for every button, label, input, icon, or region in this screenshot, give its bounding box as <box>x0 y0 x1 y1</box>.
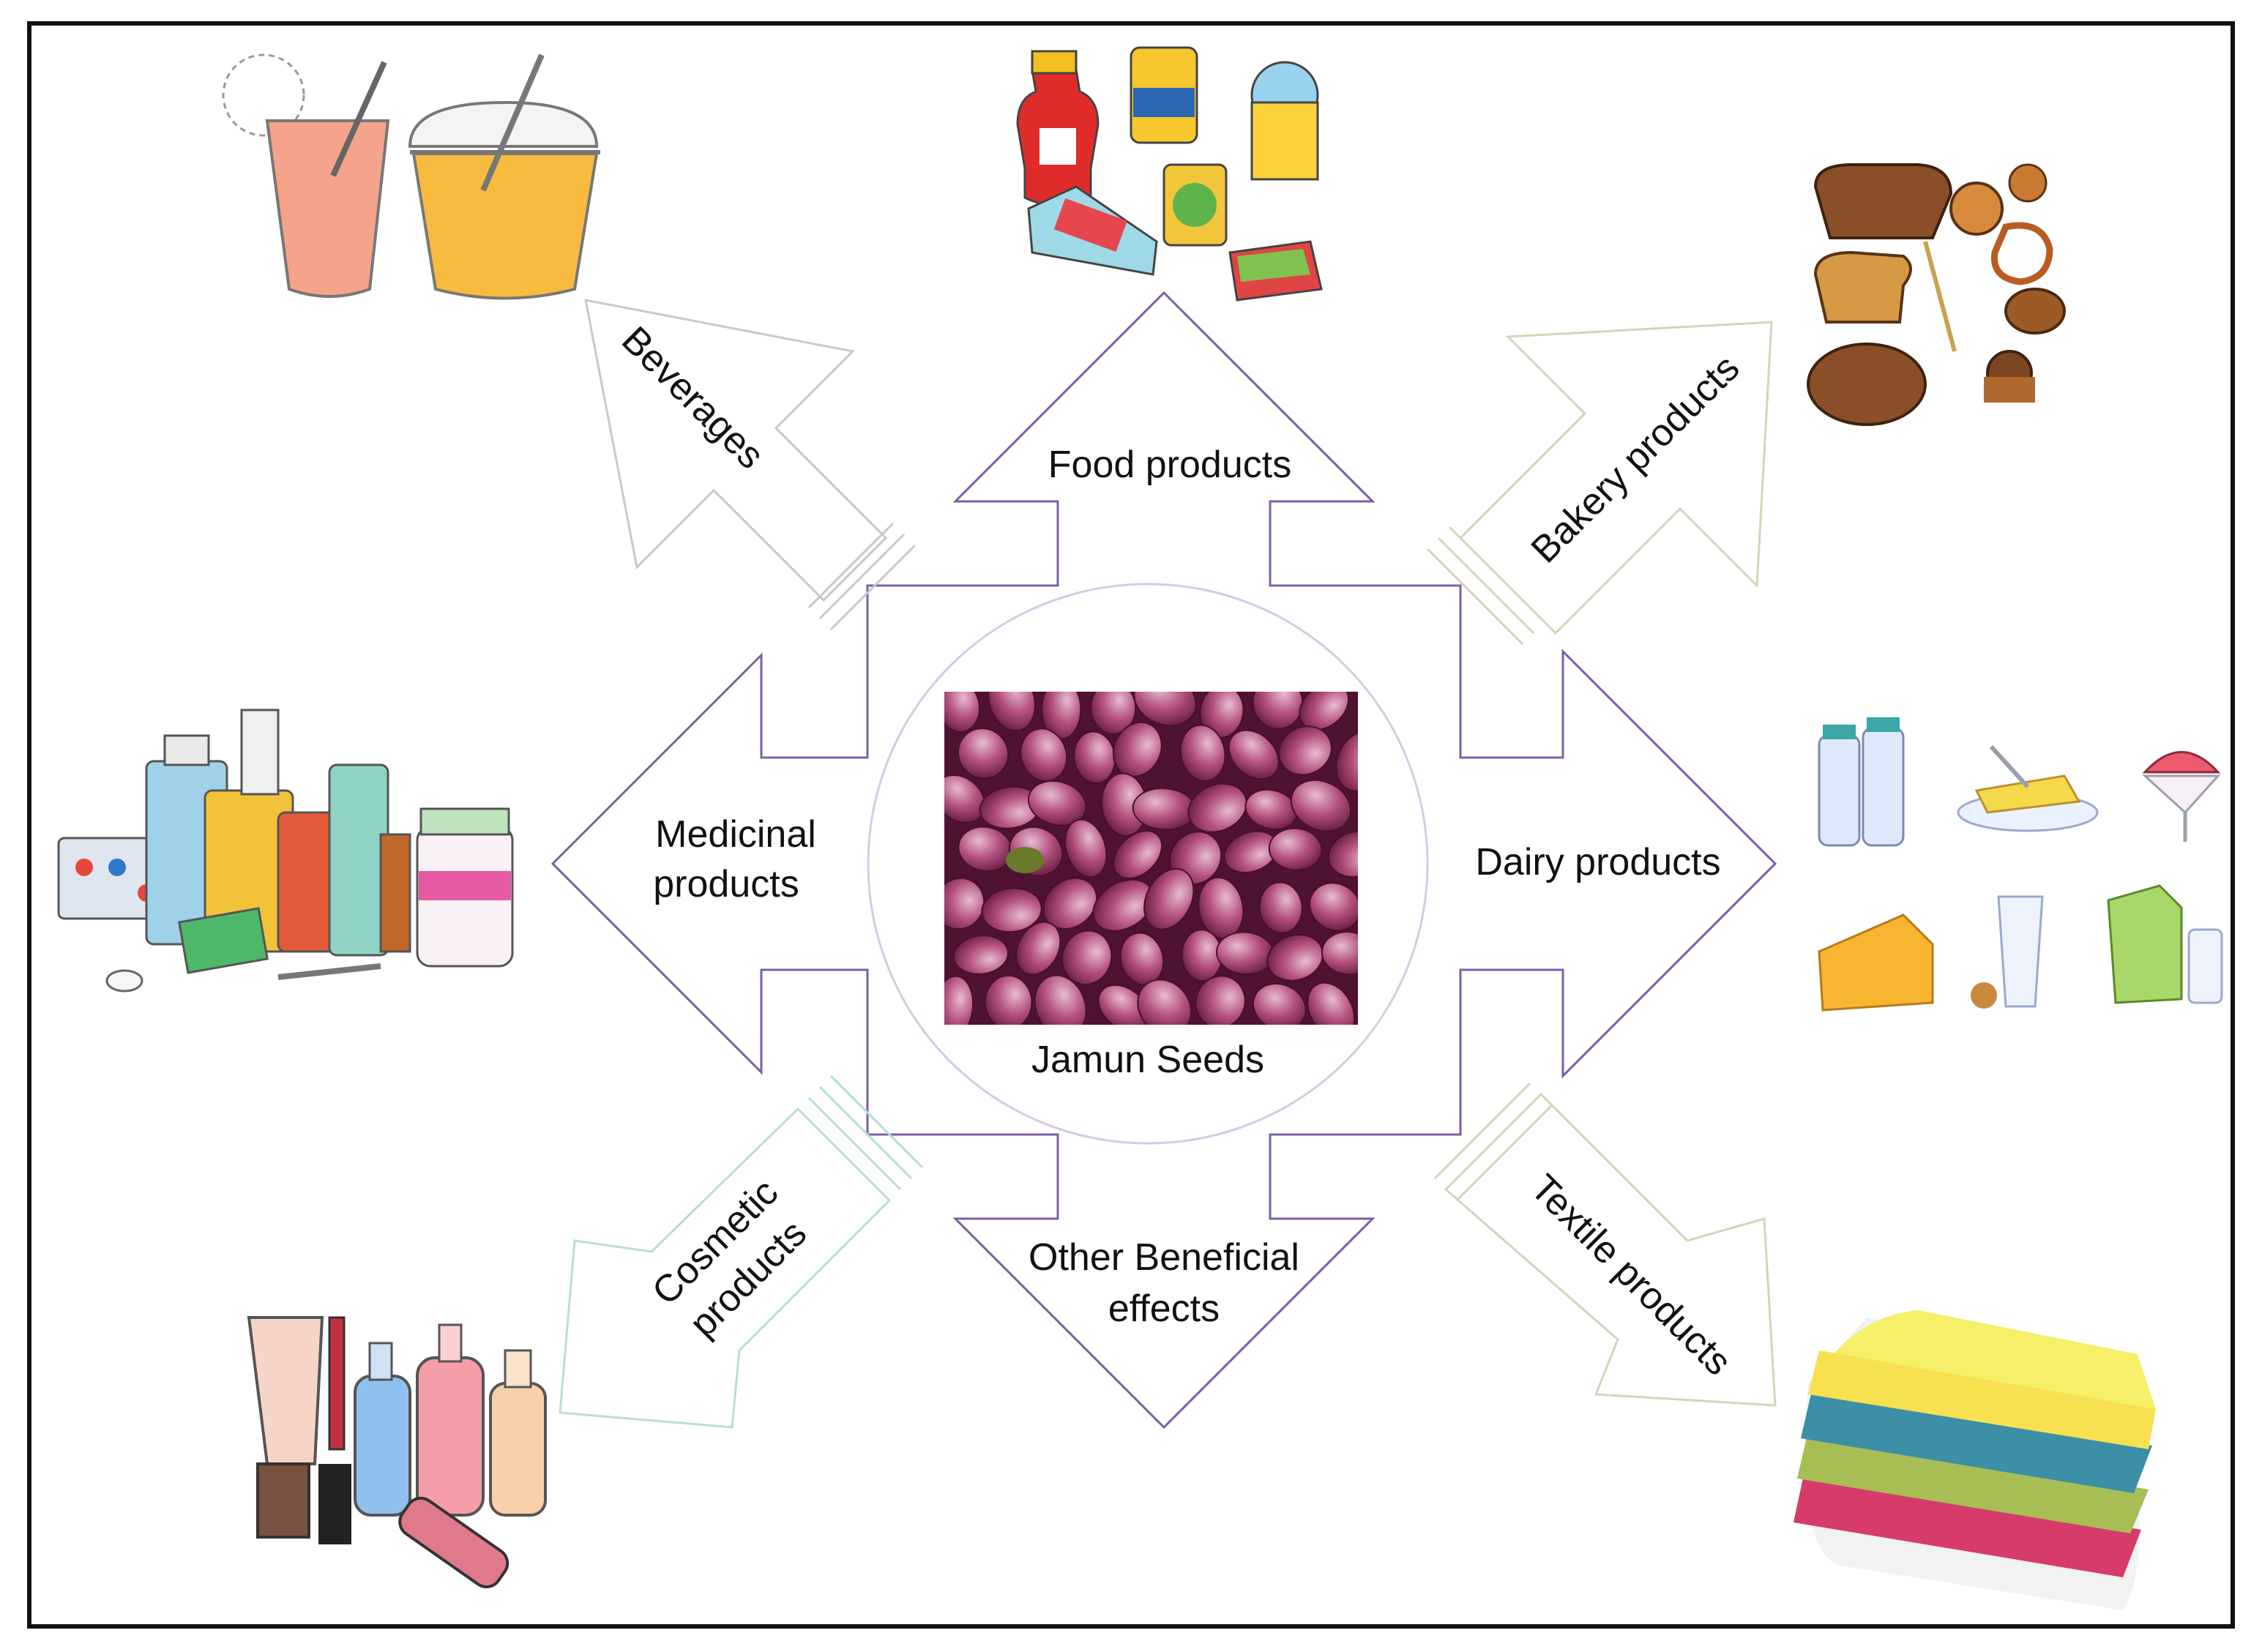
cosmetic-arrow <box>559 1107 892 1429</box>
seed <box>1252 982 1307 1025</box>
beverages-arrow-tail <box>807 522 917 631</box>
seed <box>1299 692 1349 730</box>
seed <box>1290 779 1352 832</box>
canned-food-icon <box>1016 46 1323 302</box>
seed <box>944 877 985 930</box>
seed <box>1309 882 1358 932</box>
seed <box>1143 868 1195 930</box>
seed <box>984 974 1033 1025</box>
cosmetic-arrow-tail <box>807 1074 924 1191</box>
seed <box>944 975 974 1025</box>
other-label-line1: Other Beneficial <box>1029 1236 1299 1279</box>
seed <box>1064 818 1108 878</box>
dairy-label: Dairy products <box>1475 841 1720 883</box>
seed <box>1327 830 1358 878</box>
medicinal-label-line1: Medicinal <box>655 813 816 856</box>
textile-arrow-tail <box>1433 1082 1553 1202</box>
beverage-cups-icon <box>222 53 600 300</box>
medicinal-label-line2: products <box>653 863 799 905</box>
seed <box>1252 692 1304 730</box>
center-label: Jamun Seeds <box>1031 1039 1264 1081</box>
seed <box>1277 725 1332 776</box>
seed <box>944 692 981 733</box>
cosmetic-bottles-icon <box>247 1316 547 1588</box>
seed <box>1335 730 1358 792</box>
outer-frame <box>27 21 2235 1629</box>
seed <box>1228 729 1280 780</box>
bakery-arrow-tail <box>1426 526 1546 646</box>
seed <box>1015 921 1061 976</box>
dairy-items-icon <box>1818 717 2223 1012</box>
seed <box>1042 877 1098 930</box>
seed <box>952 935 1009 975</box>
seed <box>1307 982 1356 1025</box>
seed <box>1179 724 1226 782</box>
seed <box>1268 827 1323 871</box>
bakery-arrow-shape <box>1458 321 1773 635</box>
other-label-line2: effects <box>1108 1287 1220 1330</box>
seed-leaf-fragment <box>1006 847 1044 873</box>
seed <box>988 692 1036 732</box>
textile-arrow <box>1444 1092 1777 1407</box>
towel-stack-icon <box>1793 1310 2156 1610</box>
seed <box>1187 782 1247 833</box>
bread-icon <box>1807 163 2066 426</box>
seed <box>1321 931 1358 976</box>
seed <box>1258 881 1303 934</box>
seed <box>1133 692 1197 727</box>
jamun-seeds-photo <box>944 692 1358 1025</box>
seed <box>1061 930 1113 986</box>
seed <box>981 887 1042 933</box>
seed <box>1034 974 1087 1025</box>
seed <box>1090 692 1137 735</box>
seed <box>1113 830 1163 880</box>
seed <box>1097 984 1150 1025</box>
seed <box>1137 979 1192 1025</box>
food-label: Food products <box>1048 444 1291 486</box>
beverages-arrow-shape <box>584 299 888 602</box>
seed <box>957 728 1009 780</box>
medicine-bottles-icon <box>57 709 514 993</box>
seed <box>1027 780 1087 826</box>
seed <box>1195 975 1246 1025</box>
